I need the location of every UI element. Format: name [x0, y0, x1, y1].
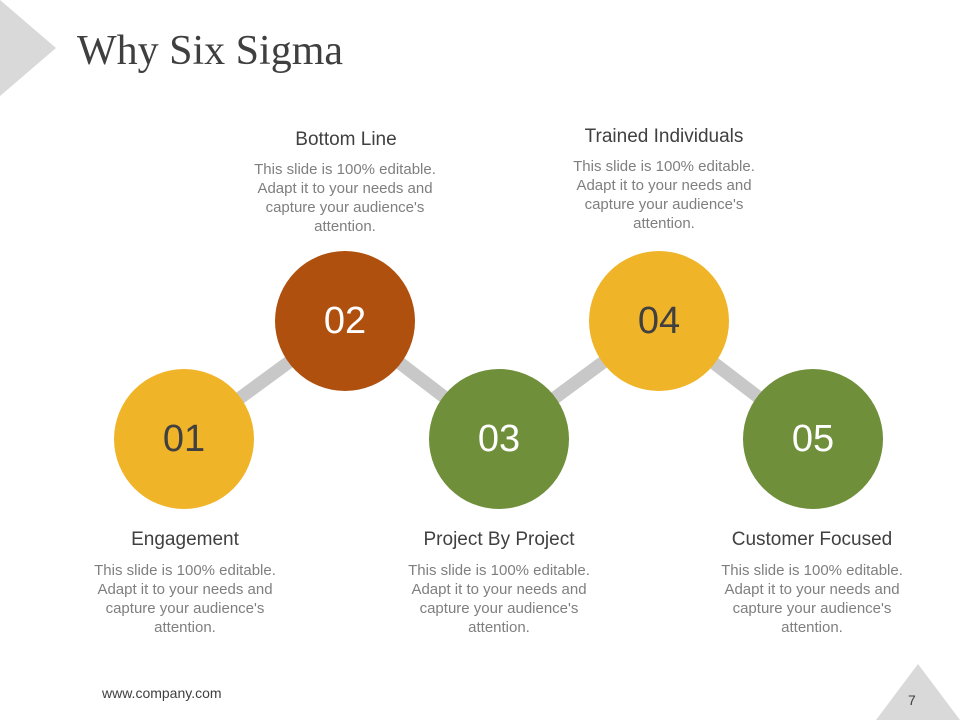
step-description: This slide is 100% editable. Adapt it to…: [721, 562, 903, 636]
step-number: 04: [637, 299, 681, 342]
step-heading-project-by-project: Project By Project: [423, 529, 575, 550]
step-number: 02: [323, 299, 367, 342]
step-circle-03: 03: [429, 369, 569, 509]
page-number: 7: [908, 692, 916, 708]
step-circle-01: 01: [114, 369, 254, 509]
step-heading-customer-focused: Customer Focused: [731, 529, 893, 550]
step-description: This slide is 100% editable. Adapt it to…: [573, 158, 755, 232]
step-circle-04: 04: [589, 251, 729, 391]
step-heading-bottom-line: Bottom Line: [295, 129, 397, 150]
corner-triangle-bottom-right: [876, 664, 960, 720]
footer-url: www.company.com: [102, 685, 222, 701]
step-number: 05: [791, 417, 835, 460]
step-description: This slide is 100% editable. Adapt it to…: [254, 161, 436, 235]
corner-triangle-top-left: [0, 0, 56, 96]
slide-title: Why Six Sigma: [77, 28, 344, 74]
step-heading-engagement: Engagement: [131, 529, 239, 550]
step-number: 01: [162, 417, 206, 460]
step-description: This slide is 100% editable. Adapt it to…: [94, 562, 276, 636]
step-number: 03: [477, 417, 521, 460]
step-description: This slide is 100% editable. Adapt it to…: [408, 562, 590, 636]
step-circle-02: 02: [275, 251, 415, 391]
step-heading-trained-individuals: Trained Individuals: [584, 126, 744, 147]
step-circle-05: 05: [743, 369, 883, 509]
